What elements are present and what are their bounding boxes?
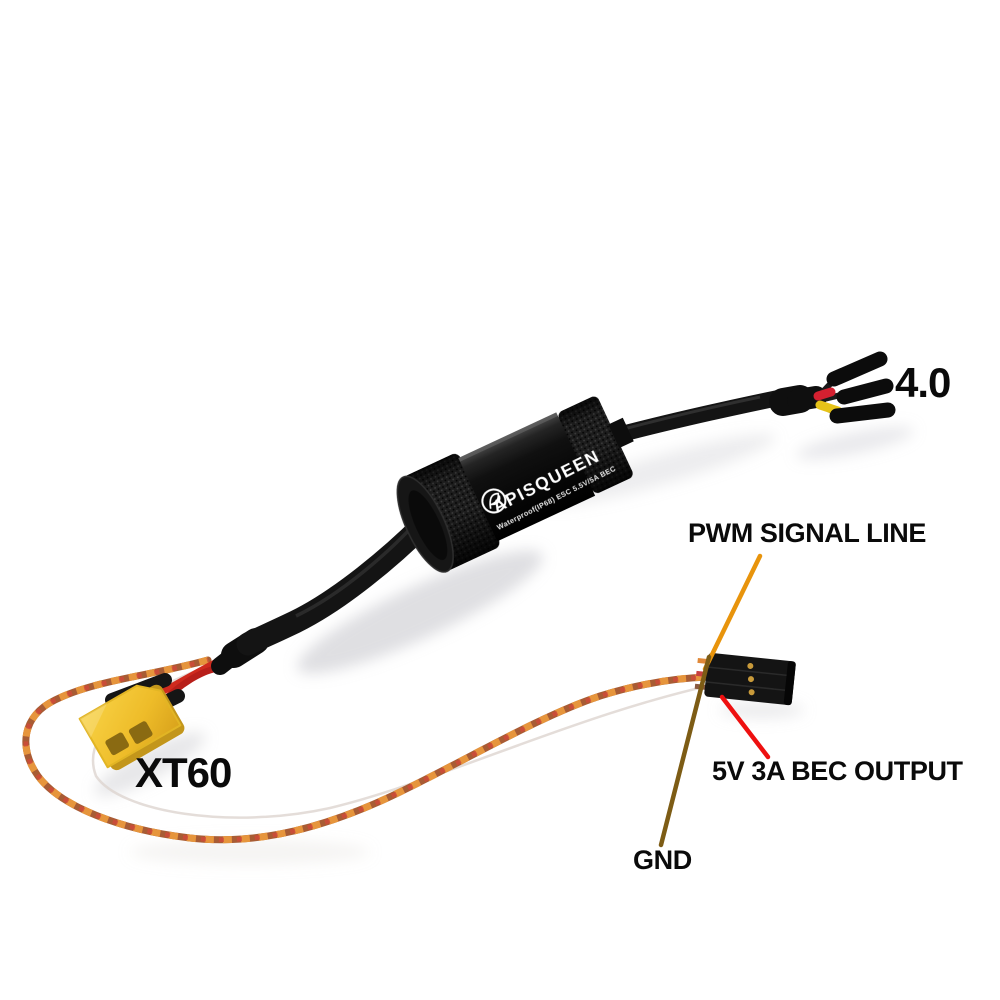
bullet-stub-red — [813, 387, 836, 401]
esc-tube-highlight — [458, 412, 558, 462]
bullet-heatshrink — [787, 386, 827, 411]
pwm-signal-label: PWM SIGNAL LINE — [688, 518, 927, 548]
bullet-connector — [829, 402, 896, 424]
knurled-ring-right-shade — [558, 396, 633, 493]
gnd-label: GND — [633, 845, 692, 875]
servo-plug-end — [783, 661, 796, 706]
bullet-size-label: 4.0 — [895, 359, 951, 406]
apisqueen-logo — [481, 488, 507, 514]
servo-connector — [694, 652, 796, 706]
junction-heatshrink — [211, 646, 243, 675]
servo-plug-pin — [748, 689, 755, 696]
servo-wire-red-strand — [23, 657, 709, 842]
servo-lead-twisted-wire — [22, 656, 712, 844]
bec-callout-line — [719, 694, 771, 760]
annotation-lines — [658, 553, 771, 848]
servo-plug-ridge — [706, 666, 795, 677]
shadow-xt60 — [94, 732, 206, 796]
shadow-servo-plug — [720, 702, 804, 718]
bullet-connector — [836, 378, 894, 405]
servo-plug-ridge — [705, 681, 794, 692]
cable-sheen — [619, 395, 761, 432]
shadow-bullets — [796, 426, 914, 460]
power-cable-left — [236, 512, 436, 656]
knurled-cap-left-shade — [403, 454, 500, 570]
shadow-servo-wire — [130, 839, 370, 865]
xt60-highlight — [79, 702, 108, 738]
xt60-slot — [105, 732, 130, 756]
pwm-callout-line — [702, 553, 763, 672]
xt60-connector — [78, 684, 185, 771]
bullet-connectors — [813, 351, 896, 424]
xt60-top-face — [78, 684, 182, 769]
servo-plug-pin — [747, 676, 754, 683]
end-cap-face-inner — [408, 490, 448, 560]
signal-cable-right — [610, 388, 796, 443]
bullet-connector — [826, 351, 888, 387]
shadow-esc — [297, 550, 543, 674]
gnd-callout-line — [658, 654, 712, 848]
xt60-slot — [128, 721, 153, 744]
esc-tube — [458, 412, 596, 542]
esc-body: APISQUEEN Waterproof(IP68) ESC 5.5V/5A B… — [396, 396, 634, 573]
servo-plug-pin — [747, 662, 754, 669]
cable-exit-stub — [608, 417, 634, 449]
xt60-label: XT60 — [135, 749, 232, 796]
bec-output-label: 5V 3A BEC OUTPUT — [712, 756, 963, 786]
